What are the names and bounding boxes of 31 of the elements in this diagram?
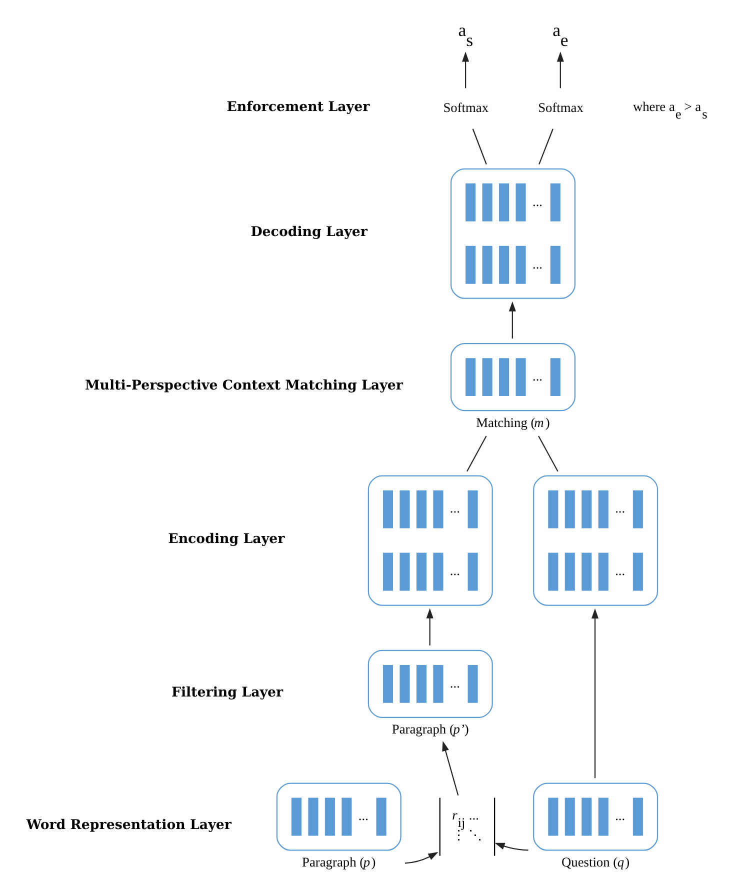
label: Filtering Layer [170, 684, 283, 700]
label: Word Representation Layer [26, 817, 231, 834]
arrow [462, 52, 469, 88]
label: Enforcement Layer [226, 98, 370, 115]
node-label: Matching (m) [476, 414, 550, 430]
node-box: ... ... [367, 475, 492, 606]
connector [472, 128, 486, 165]
node-box: ... [450, 343, 575, 412]
node-box: ... ... [450, 168, 575, 299]
label: Multi-Perspective Context Matching Layer [84, 377, 402, 394]
node-label: Paragraph (p’) [391, 722, 468, 737]
connector [466, 436, 486, 472]
connector [538, 128, 553, 165]
label: Encoding Layer [168, 530, 284, 547]
arrow [556, 52, 564, 88]
arrow [508, 301, 516, 339]
connector [538, 436, 558, 472]
node-label: Question (q) [561, 854, 630, 870]
label: Decoding Layer [250, 224, 367, 240]
arrow [442, 741, 458, 796]
node-text: Softmax [538, 100, 583, 116]
arrow [494, 842, 528, 851]
node-label: Paragraph (p) [302, 854, 376, 870]
node-box: ... [532, 782, 658, 851]
node-box: ... [276, 782, 401, 851]
node-box: ... ... [532, 475, 658, 606]
node-box: ... [367, 650, 492, 718]
arrow [590, 608, 598, 778]
node-text: Softmax [442, 100, 488, 116]
arrow [404, 852, 438, 864]
arrow [426, 608, 433, 646]
